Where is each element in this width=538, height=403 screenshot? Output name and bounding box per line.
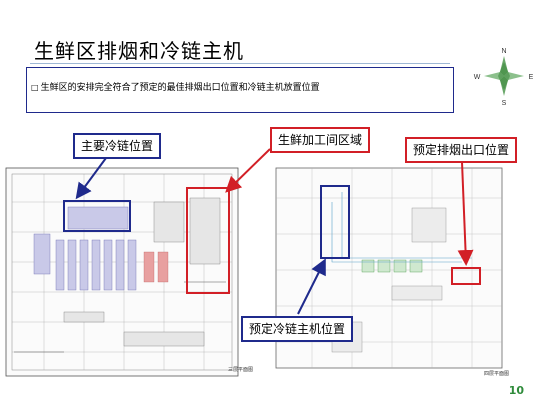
title-divider	[30, 63, 450, 64]
callout-exhaust-outlet: 预定排烟出口位置	[405, 137, 518, 163]
summary-note: □生鲜区的安排完全符合了预定的最佳排烟出口位置和冷链主机放置位置	[26, 67, 454, 113]
callout-cold-chain-host: 预定冷链主机位置	[241, 316, 354, 342]
slide-title: 生鲜区排烟和冷链主机	[34, 39, 244, 63]
right-plan-caption: 四层平面图	[484, 371, 510, 377]
main-cold-chain-highlight	[63, 200, 131, 232]
compass-east: E	[529, 74, 534, 81]
left-plan-caption: 三层平面图	[228, 367, 254, 373]
floor-plan-left	[5, 167, 239, 377]
page-number: 10	[508, 384, 524, 397]
cold-chain-host-highlight	[320, 185, 350, 259]
fresh-processing-highlight	[186, 187, 230, 294]
compass-north: N	[501, 48, 506, 55]
compass-icon: N S E W	[474, 48, 534, 107]
note-bullet: □	[31, 83, 39, 92]
compass-south: S	[502, 100, 507, 107]
callout-main-cold-chain: 主要冷链位置	[73, 133, 162, 159]
compass-needle	[484, 56, 524, 96]
exhaust-outlet-highlight	[451, 267, 481, 285]
callout-fresh-processing: 生鲜加工间区域	[270, 127, 371, 153]
note-text: 生鲜区的安排完全符合了预定的最佳排烟出口位置和冷链主机放置位置	[40, 83, 320, 93]
compass-west: W	[474, 74, 481, 81]
